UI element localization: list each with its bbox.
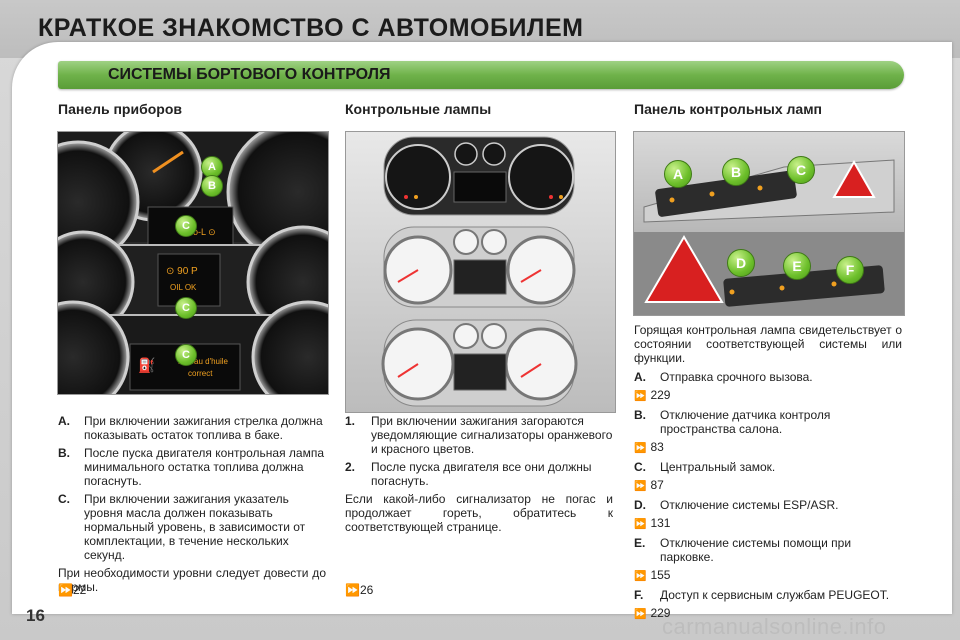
col3-text: Горящая контрольная лампа свидетельствуе… [634,323,902,626]
page-title: КРАТКОЕ ЗНАКОМСТВО С АВТОМОБИЛЕМ [38,14,584,42]
col3-ref-e: ⏩155 [634,568,671,582]
col1-heading: Панель приборов [58,101,183,117]
col3-intro: Горящая контрольная лампа свидетельствуе… [634,323,902,365]
double-arrow-right-icon: ⏩ [634,481,647,492]
callout-c-bottom: C [175,344,197,366]
col2-note: Если какой-либо сигнализатор не погас и … [345,492,613,534]
svg-text:OIL OK: OIL OK [170,283,197,292]
col2-text: 1.При включении зажигания загораются уве… [345,414,613,534]
col1-text: A.При включении зажигания стрелка должна… [58,414,326,594]
section-title: СИСТЕМЫ БОРТОВОГО КОНТРОЛЯ [108,66,391,83]
col2-item-2: 2.После пуска двигателя все они должны п… [345,460,592,488]
col3-item-f: F.Доступ к сервисным службам PEUGEOT. [634,588,890,602]
double-arrow-right-icon: ⏩ [58,583,73,597]
dashboard-triple-illustration [381,136,578,407]
col3-ref-d: ⏩131 [634,516,671,530]
control-lamps-panel-image: A B C D E F [633,131,905,316]
double-arrow-right-icon: ⏩ [634,391,647,402]
callout-f: F [836,256,864,284]
svg-text:Niveau d'huile: Niveau d'huile [178,357,229,366]
col3-ref-a: ⏩229 [634,388,671,402]
instrument-panel-image: o-L ⊙ ⊙ 90 P OIL OK ⛽ Niveau d'huile cor… [57,131,329,395]
double-arrow-right-icon: ⏩ [634,443,647,454]
callout-b: B [201,175,223,197]
col3-ref-b: ⏩83 [634,440,664,454]
callout-e: E [783,252,811,280]
col1-item-b: B.После пуска двигателя контрольная ламп… [58,446,325,488]
callout-a: A [201,156,223,178]
col3-item-d: D.Отключение системы ESP/ASR. [634,498,839,512]
callout-c-top: C [175,215,197,237]
page-number: 16 [26,606,45,625]
col3-item-b: B.Отключение датчика контроля пространст… [634,408,831,436]
callout-c: C [787,156,815,184]
svg-text:o-L ⊙: o-L ⊙ [193,227,216,237]
col1-ref: ⏩22 [58,583,87,597]
warning-lamps-image [345,131,616,413]
svg-text:⛽: ⛽ [138,357,155,374]
callout-b: B [722,158,750,186]
col2-item-1: 1.При включении зажигания загораются уве… [345,414,613,456]
col3-item-a: A.Отправка срочного вызова. [634,370,813,384]
col3-item-c: C.Центральный замок. [634,460,776,474]
double-arrow-right-icon: ⏩ [345,583,360,597]
col2-ref: ⏩26 [345,583,374,597]
col3-item-e: E.Отключение системы помощи при парковке… [634,536,852,564]
watermark: carmanualsonline.info [662,614,887,639]
col3-ref-c: ⏩87 [634,478,664,492]
col1-item-a: A.При включении зажигания стрелка должна… [58,414,323,442]
section-band [58,61,904,89]
col3-heading: Панель контрольных ламп [634,101,823,117]
col3-ref-f: ⏩229 [634,606,671,620]
svg-text:⊙ 90 P: ⊙ 90 P [166,266,198,277]
double-arrow-right-icon: ⏩ [634,571,647,582]
callout-a: A [664,160,692,188]
col1-item-c: C.При включении зажигания указатель уров… [58,492,306,562]
col2-heading: Контрольные лампы [345,101,492,117]
callout-c-middle: C [175,297,197,319]
col1-note: При необходимости уровни следует довести… [58,566,326,594]
double-arrow-right-icon: ⏩ [634,609,647,620]
svg-text:correct: correct [188,369,213,378]
double-arrow-right-icon: ⏩ [634,519,647,530]
callout-d: D [727,249,755,277]
